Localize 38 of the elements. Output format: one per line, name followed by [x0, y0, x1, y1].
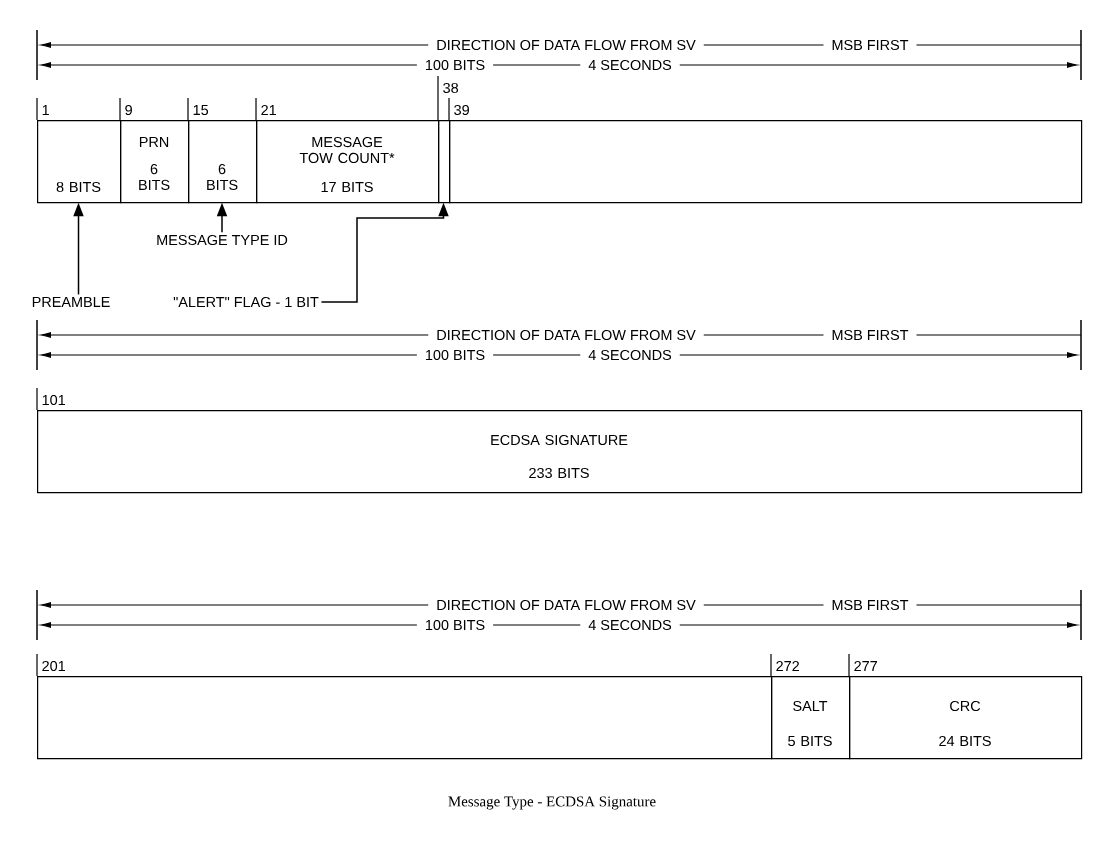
field-box: SALT 5 BITS	[771, 676, 851, 760]
bit-number: 201	[36, 653, 65, 677]
dimension-label: MSB FIRST	[823, 598, 917, 612]
caption: Message Type - ECDSA Signature	[448, 796, 656, 810]
dimension-label: MSB FIRST	[823, 38, 917, 52]
dimension-label: DIRECTION OF DATA FLOW FROM SV	[428, 328, 704, 342]
leader-line	[216, 202, 228, 234]
field-box	[449, 120, 1083, 204]
field-box	[438, 120, 451, 204]
bit-number: 1	[36, 97, 49, 121]
field-box: 8 BITS	[37, 120, 122, 204]
leader-label: "ALERT" FLAG - 1 BIT	[173, 296, 319, 308]
bit-number: 9	[119, 97, 132, 121]
dimension-label: 100 BITS	[416, 618, 494, 632]
dimension-label: 4 SECONDS	[580, 348, 680, 362]
dimension-label: MSB FIRST	[823, 328, 917, 342]
leader-line	[320, 202, 449, 303]
field-box: MESSAGE TOW COUNT* 17 BITS	[256, 120, 440, 204]
bit-number: 272	[770, 653, 799, 677]
leader-label: MESSAGE TYPE ID	[157, 234, 288, 246]
field-box: PRN 6 BITS	[120, 120, 190, 204]
bit-number: 101	[36, 387, 65, 411]
bit-number: 39	[448, 97, 469, 121]
bit-number: 15	[187, 97, 209, 121]
field-box	[37, 676, 773, 760]
leader-label: PREAMBLE	[32, 297, 110, 307]
dimension-label: 100 BITS	[416, 348, 494, 362]
dimension-label: DIRECTION OF DATA FLOW FROM SV	[428, 38, 704, 52]
dimension-label: 4 SECONDS	[580, 58, 680, 72]
dimension-label: DIRECTION OF DATA FLOW FROM SV	[428, 598, 704, 612]
field-box: 6 BITS	[188, 120, 258, 204]
leader-line	[73, 202, 84, 296]
bit-number: 277	[848, 653, 877, 677]
field-box: CRC 24 BITS	[849, 676, 1083, 760]
dimension-label: 100 BITS	[416, 58, 494, 72]
bit-number: 21	[255, 97, 276, 121]
dimension-label: 4 SECONDS	[580, 618, 680, 632]
field-box: ECDSA SIGNATURE 233 BITS	[37, 410, 1083, 494]
